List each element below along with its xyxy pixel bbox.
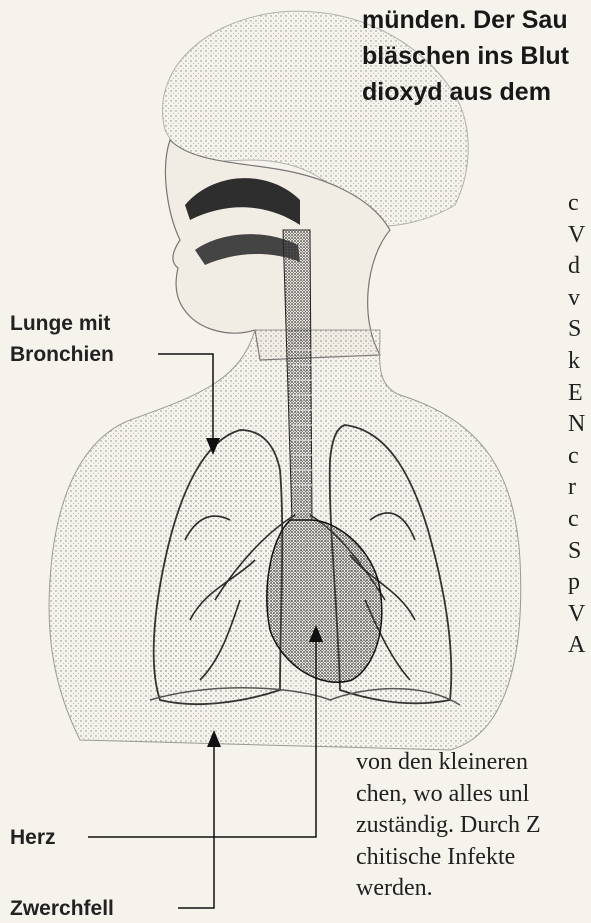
paragraph-line: zuständig. Durch Z [356, 810, 591, 842]
letter: d [568, 251, 591, 283]
paragraph-line: werden. [356, 873, 591, 905]
intro-line: dioxyd aus dem [362, 74, 591, 110]
letter: c [568, 504, 591, 536]
letter: E [568, 378, 591, 410]
paragraph-line: chitische Infekte [356, 842, 591, 874]
right-column-letters: c V d v S k E N c r c S p V A [568, 188, 591, 662]
intro-line: bläschen ins Blut [362, 38, 591, 74]
letter: S [568, 536, 591, 568]
intro-line: münden. Der Sau [362, 2, 591, 38]
intro-text: münden. Der Sau bläschen ins Blut dioxyd… [362, 2, 591, 110]
label-lung-line2: Bronchien [10, 340, 114, 369]
letter: V [568, 220, 591, 252]
letter: V [568, 599, 591, 631]
bottom-paragraph: von den kleineren chen, wo alles unl zus… [356, 747, 591, 905]
label-diaphragm: Zwerchfell [10, 894, 114, 923]
letter: c [568, 441, 591, 473]
letter: v [568, 283, 591, 315]
letter: k [568, 346, 591, 378]
letter: c [568, 188, 591, 220]
letter: p [568, 567, 591, 599]
letter: S [568, 314, 591, 346]
letter: r [568, 472, 591, 504]
paragraph-line: von den kleineren [356, 747, 591, 779]
letter: A [568, 630, 591, 662]
letter: N [568, 409, 591, 441]
paragraph-line: chen, wo alles unl [356, 779, 591, 811]
label-lung-line1: Lunge mit [10, 309, 110, 338]
label-heart: Herz [10, 823, 56, 852]
